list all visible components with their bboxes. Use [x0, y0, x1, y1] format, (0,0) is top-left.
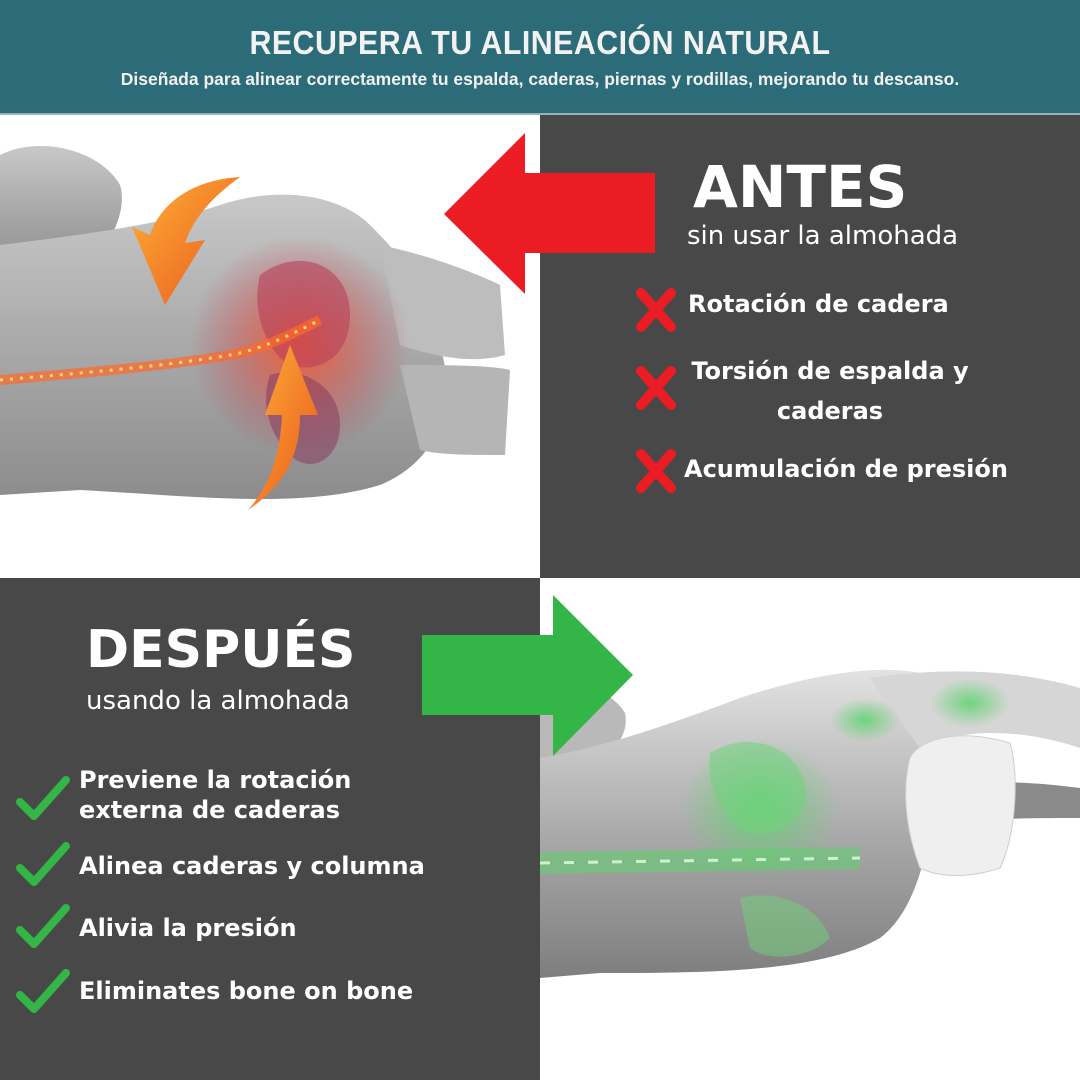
green-arrow-right-icon	[422, 595, 634, 756]
after-subtitle: usando la almohada	[86, 686, 350, 716]
header-banner: RECUPERA TU ALINEACIÓN NATURAL Diseñada …	[0, 0, 1080, 115]
before-panel: ANTES sin usar la almohada Rotación de c…	[540, 115, 1080, 578]
before-title: ANTES	[693, 153, 908, 221]
body-misaligned-illustration	[0, 146, 510, 510]
after-illustration	[540, 578, 1080, 1080]
check-mark-icon	[14, 774, 70, 822]
body-aligned-illustration	[540, 669, 1080, 978]
page-title: RECUPERA TU ALINEACIÓN NATURAL	[249, 24, 831, 61]
before-subtitle: sin usar la almohada	[687, 221, 959, 251]
before-illustration	[0, 115, 540, 578]
before-item-2-line2: caderas	[776, 397, 884, 425]
after-item-1-line2: externa de caderas	[79, 796, 340, 824]
after-item-4: Eliminates bone on bone	[79, 977, 414, 1005]
page-subtitle: Diseñada para alinear correctamente tu e…	[120, 69, 960, 89]
after-item-2: Alinea caderas y columna	[79, 852, 425, 880]
after-item-1-line1: Previene la rotación	[79, 766, 352, 794]
x-mark-icon	[635, 448, 677, 494]
x-mark-icon	[635, 365, 677, 411]
before-item-3: Acumulación de presión	[684, 455, 1008, 483]
before-item-2: Torsión de espalda y caderas	[680, 351, 980, 431]
before-item-1: Rotación de cadera	[688, 290, 949, 318]
after-item-3: Alivia la presión	[79, 914, 297, 942]
check-mark-icon	[14, 840, 70, 888]
check-mark-icon	[14, 902, 70, 950]
check-mark-icon	[14, 967, 70, 1015]
red-arrow-left-icon	[444, 133, 656, 294]
after-item-1: Previene la rotación externa de caderas	[79, 765, 351, 825]
before-item-2-line1: Torsión de espalda y	[691, 357, 969, 385]
x-mark-icon	[635, 287, 677, 333]
after-title: DESPUÉS	[86, 620, 356, 680]
